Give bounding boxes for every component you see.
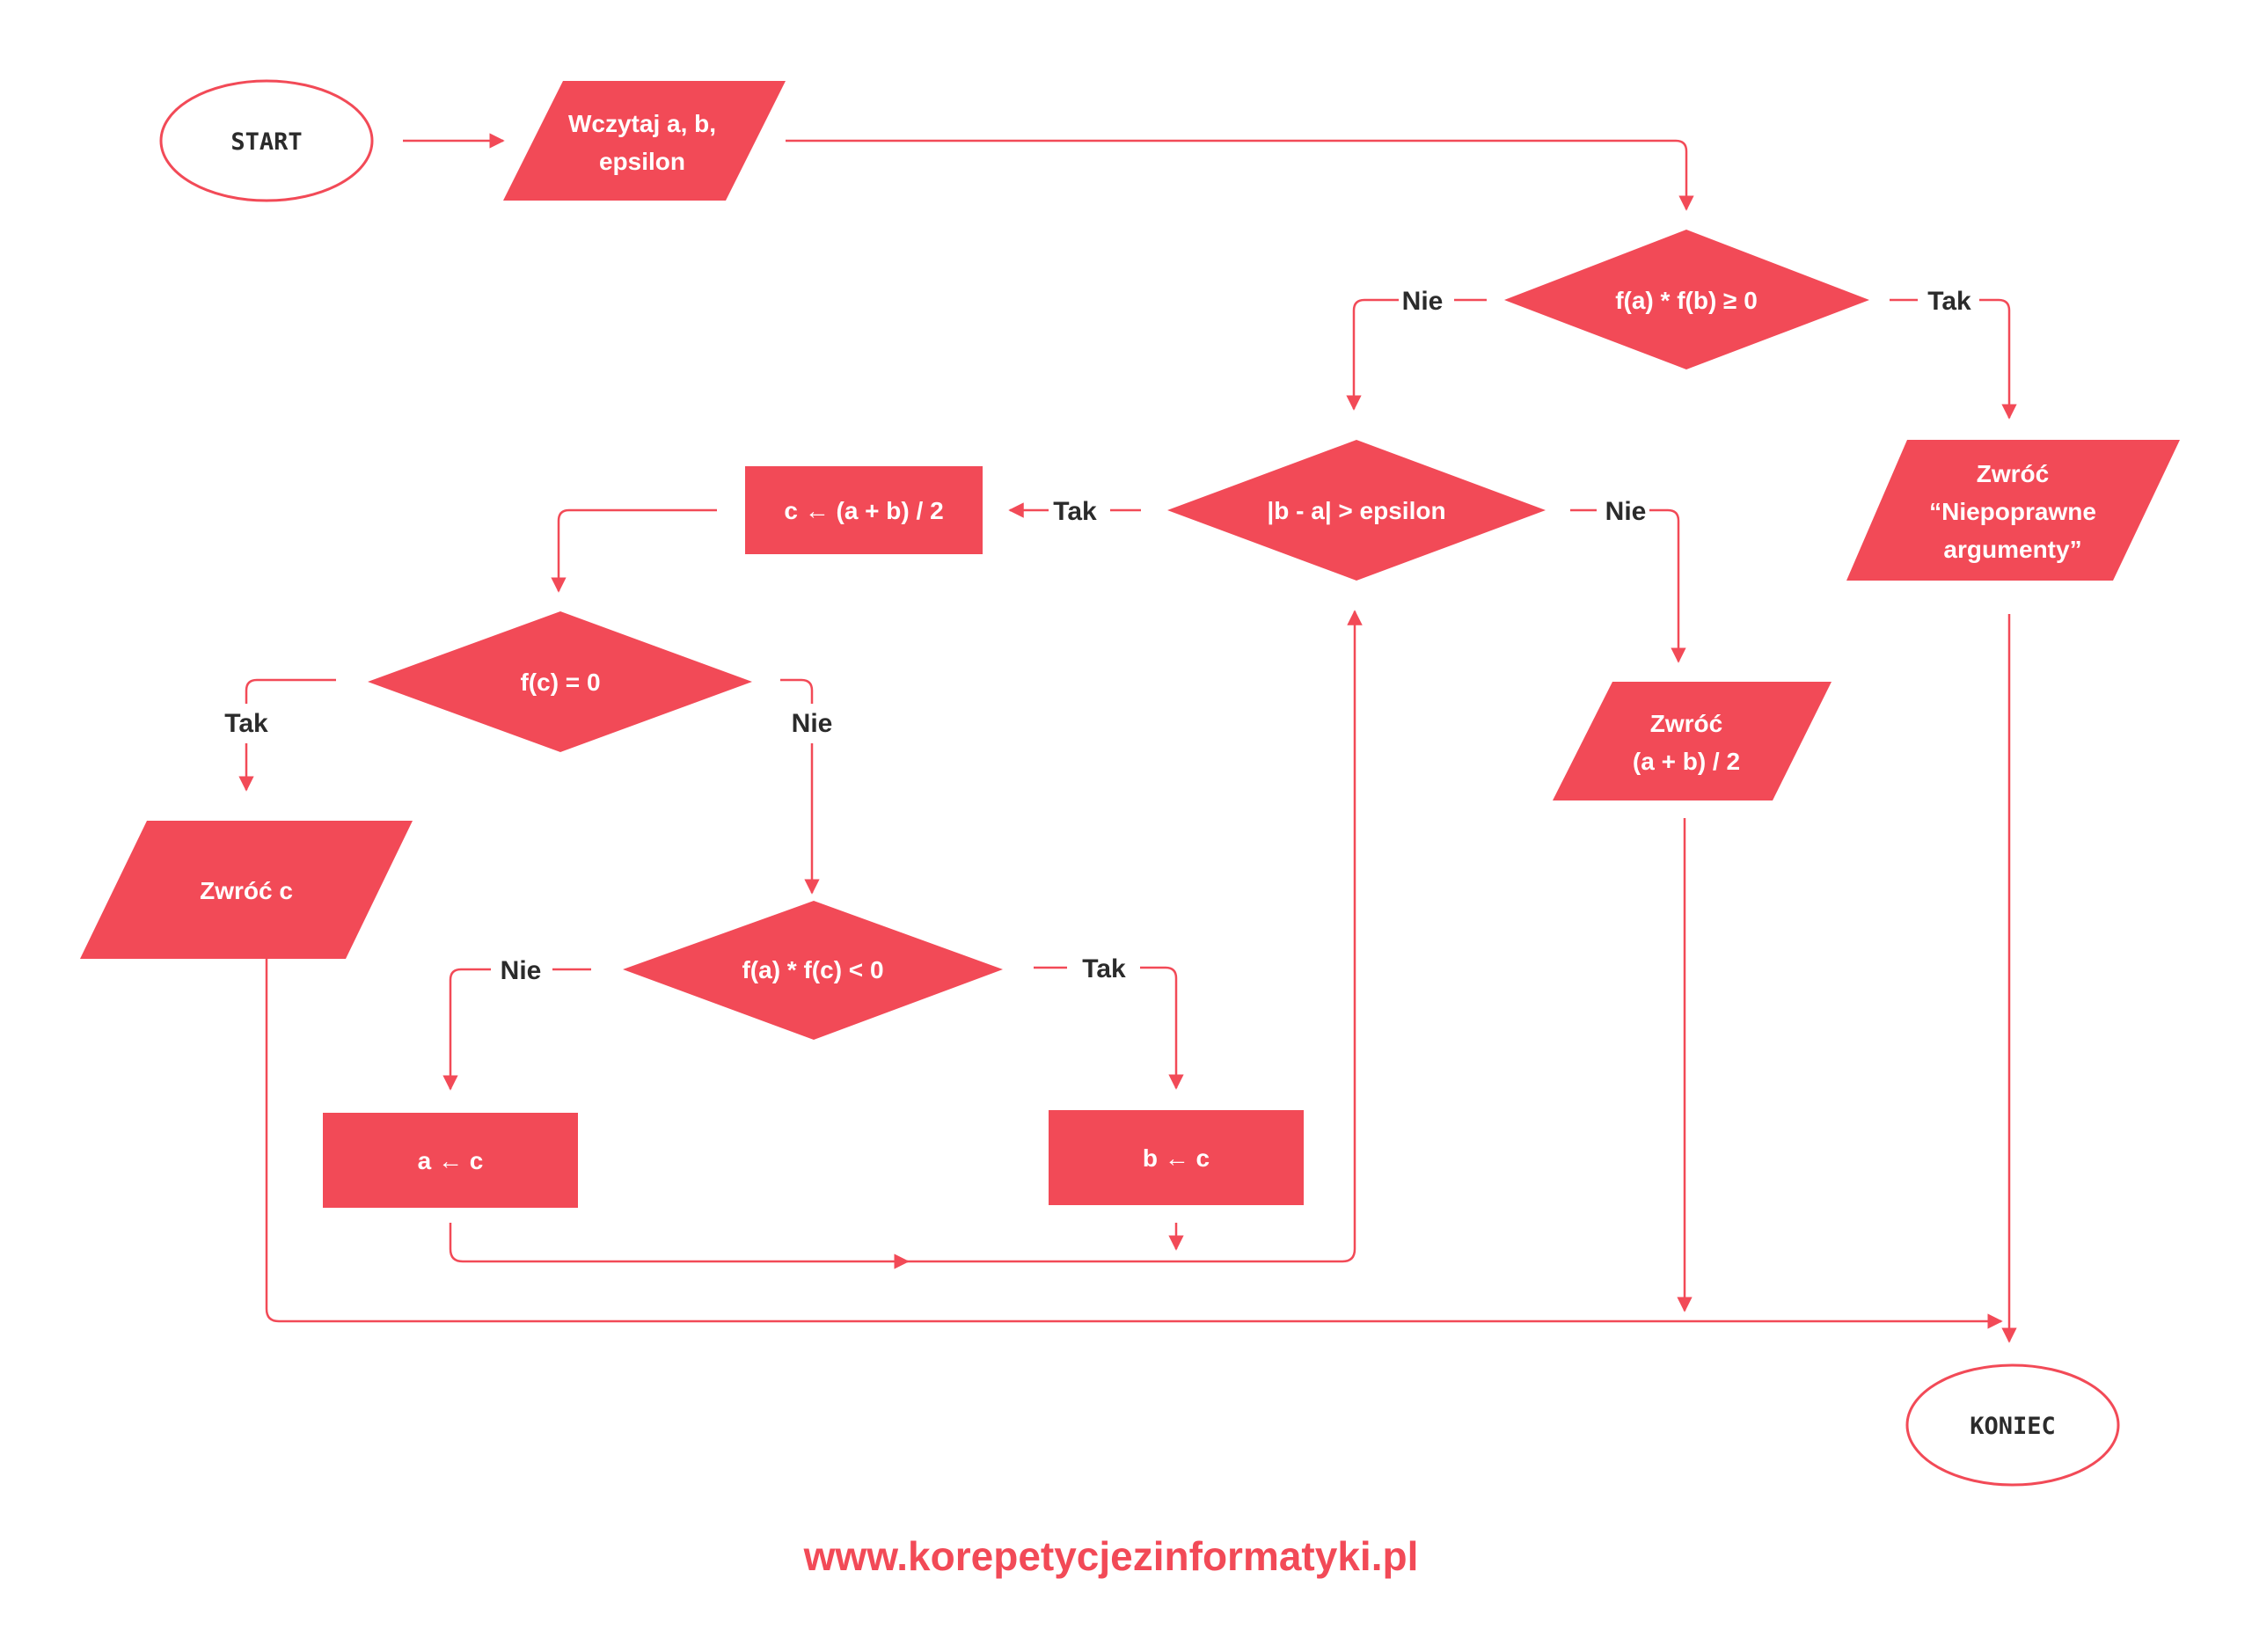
return-c-label: Zwróć c bbox=[200, 877, 293, 904]
edge-sign-no bbox=[1354, 298, 1487, 409]
compute-c-node: c ← (a + b) / 2 bbox=[745, 466, 983, 554]
assign-b-label: b ← c bbox=[1143, 1144, 1210, 1172]
edge-return-c-to-end bbox=[265, 959, 2003, 1329]
return-mid-line-2: (a + b) / 2 bbox=[1633, 748, 1740, 775]
edge-fafc-no bbox=[450, 968, 591, 1089]
edge-fafc-yes bbox=[1034, 966, 1176, 1088]
label-epsilon-yes: Tak bbox=[1053, 497, 1097, 526]
edge-input-to-sign-check bbox=[786, 139, 1694, 211]
sign-check-node: f(a) * f(b) ≥ 0 bbox=[1504, 230, 1869, 369]
label-fc-no: Nie bbox=[792, 709, 833, 738]
end-node: KONIEC bbox=[1905, 1363, 2120, 1487]
return-invalid-line-1: Zwróć bbox=[1977, 460, 2049, 487]
read-input-line-2: epsilon bbox=[599, 148, 685, 175]
edge-fc-no bbox=[780, 678, 812, 893]
label-epsilon-no: Nie bbox=[1605, 497, 1647, 526]
compute-c-label: c ← (a + b) / 2 bbox=[784, 497, 943, 524]
return-c-node: Zwróć c bbox=[80, 821, 413, 959]
label-fafc-yes: Tak bbox=[1082, 954, 1126, 983]
epsilon-check-node: |b - a| > epsilon bbox=[1167, 440, 1546, 581]
fc-check-node: f(c) = 0 bbox=[368, 611, 752, 752]
read-input-node: Wczytaj a, b, epsilon bbox=[503, 81, 786, 201]
return-mid-line-1: Zwróć bbox=[1650, 710, 1722, 737]
return-invalid-line-3: argumenty” bbox=[1943, 536, 2081, 563]
footer-website: www.korepetycjezinformatyki.pl bbox=[803, 1533, 1419, 1579]
read-input-line-1: Wczytaj a, b, bbox=[568, 110, 716, 137]
end-label: KONIEC bbox=[1970, 1413, 2056, 1440]
fc-check-label: f(c) = 0 bbox=[520, 669, 600, 696]
fafc-check-node: f(a) * f(c) < 0 bbox=[623, 901, 1003, 1040]
start-label: START bbox=[230, 128, 302, 156]
fafc-check-label: f(a) * f(c) < 0 bbox=[742, 956, 883, 983]
label-fc-yes: Tak bbox=[224, 709, 268, 738]
start-node: START bbox=[159, 79, 374, 202]
connectors bbox=[246, 133, 2009, 1343]
edge-labels: Nie Tak Tak Nie Tak Nie Nie Tak bbox=[224, 287, 1971, 985]
assign-a-node: a ← c bbox=[323, 1113, 578, 1208]
label-sign-yes: Tak bbox=[1927, 287, 1971, 316]
epsilon-check-label: |b - a| > epsilon bbox=[1267, 497, 1445, 524]
return-mid-node: Zwróć (a + b) / 2 bbox=[1553, 682, 1832, 800]
return-invalid-line-2: “Niepoprawne bbox=[1929, 498, 2096, 525]
label-fafc-no: Nie bbox=[501, 956, 542, 985]
assign-b-node: b ← c bbox=[1049, 1110, 1304, 1205]
edge-epsilon-no bbox=[1570, 508, 1678, 662]
edge-sign-yes bbox=[1890, 298, 2009, 418]
edge-compute-to-fc bbox=[551, 508, 717, 593]
edge-fc-yes bbox=[246, 678, 336, 790]
label-sign-no: Nie bbox=[1402, 287, 1444, 316]
sign-check-label: f(a) * f(b) ≥ 0 bbox=[1615, 287, 1758, 314]
assign-a-label: a ← c bbox=[418, 1147, 484, 1174]
return-invalid-node: Zwróć “Niepoprawne argumenty” bbox=[1846, 440, 2180, 581]
